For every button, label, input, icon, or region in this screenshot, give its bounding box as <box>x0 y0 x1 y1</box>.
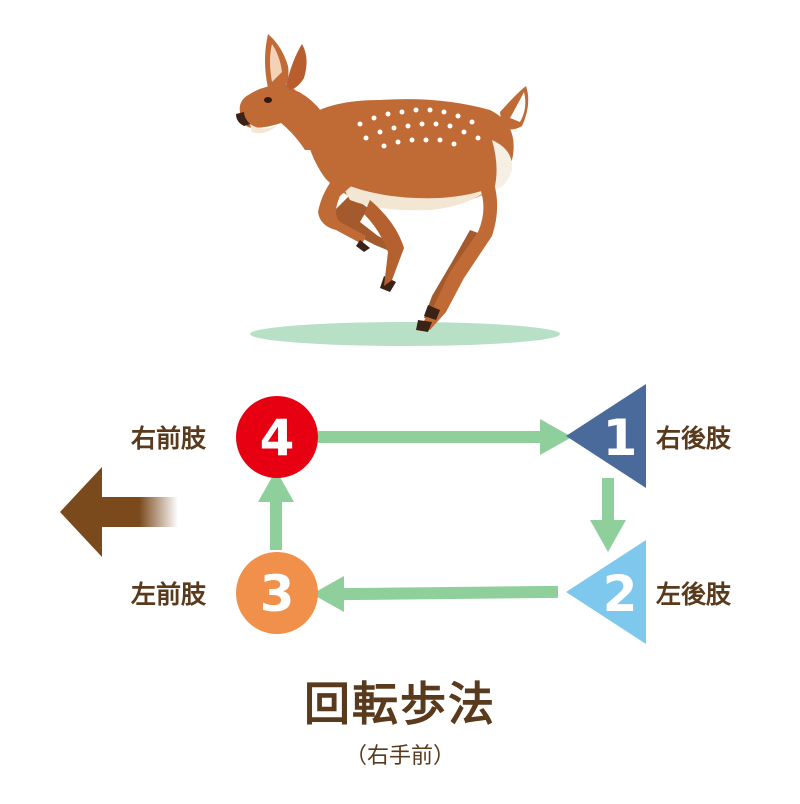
limb-right-hind: 1 <box>566 384 646 488</box>
label-right-fore: 右前肢 <box>131 424 207 453</box>
deer-illustration <box>236 34 529 332</box>
arrow-1-to-2 <box>602 478 614 522</box>
arrow-2-to-3 <box>339 585 559 601</box>
label-right-hind: 右後肢 <box>656 424 732 453</box>
limb-right-fore: 4 <box>236 396 318 478</box>
diagram-title: 回転歩法 <box>304 677 496 731</box>
ground-shadow <box>250 322 560 346</box>
sequence-arrows <box>258 419 626 612</box>
svg-text:1: 1 <box>603 409 638 467</box>
arrow-3-to-4 <box>270 500 282 550</box>
label-left-hind: 左後肢 <box>656 580 732 609</box>
svg-text:2: 2 <box>603 565 638 623</box>
svg-text:3: 3 <box>260 565 295 623</box>
arrow-4-to-1 <box>318 431 542 443</box>
limb-left-fore: 3 <box>236 552 318 634</box>
limb-left-hind: 2 <box>566 540 646 644</box>
label-left-fore: 左前肢 <box>131 580 207 609</box>
direction-arrow <box>60 467 178 557</box>
diagram-subtitle: （右手前） <box>344 744 455 769</box>
svg-text:4: 4 <box>260 409 295 467</box>
